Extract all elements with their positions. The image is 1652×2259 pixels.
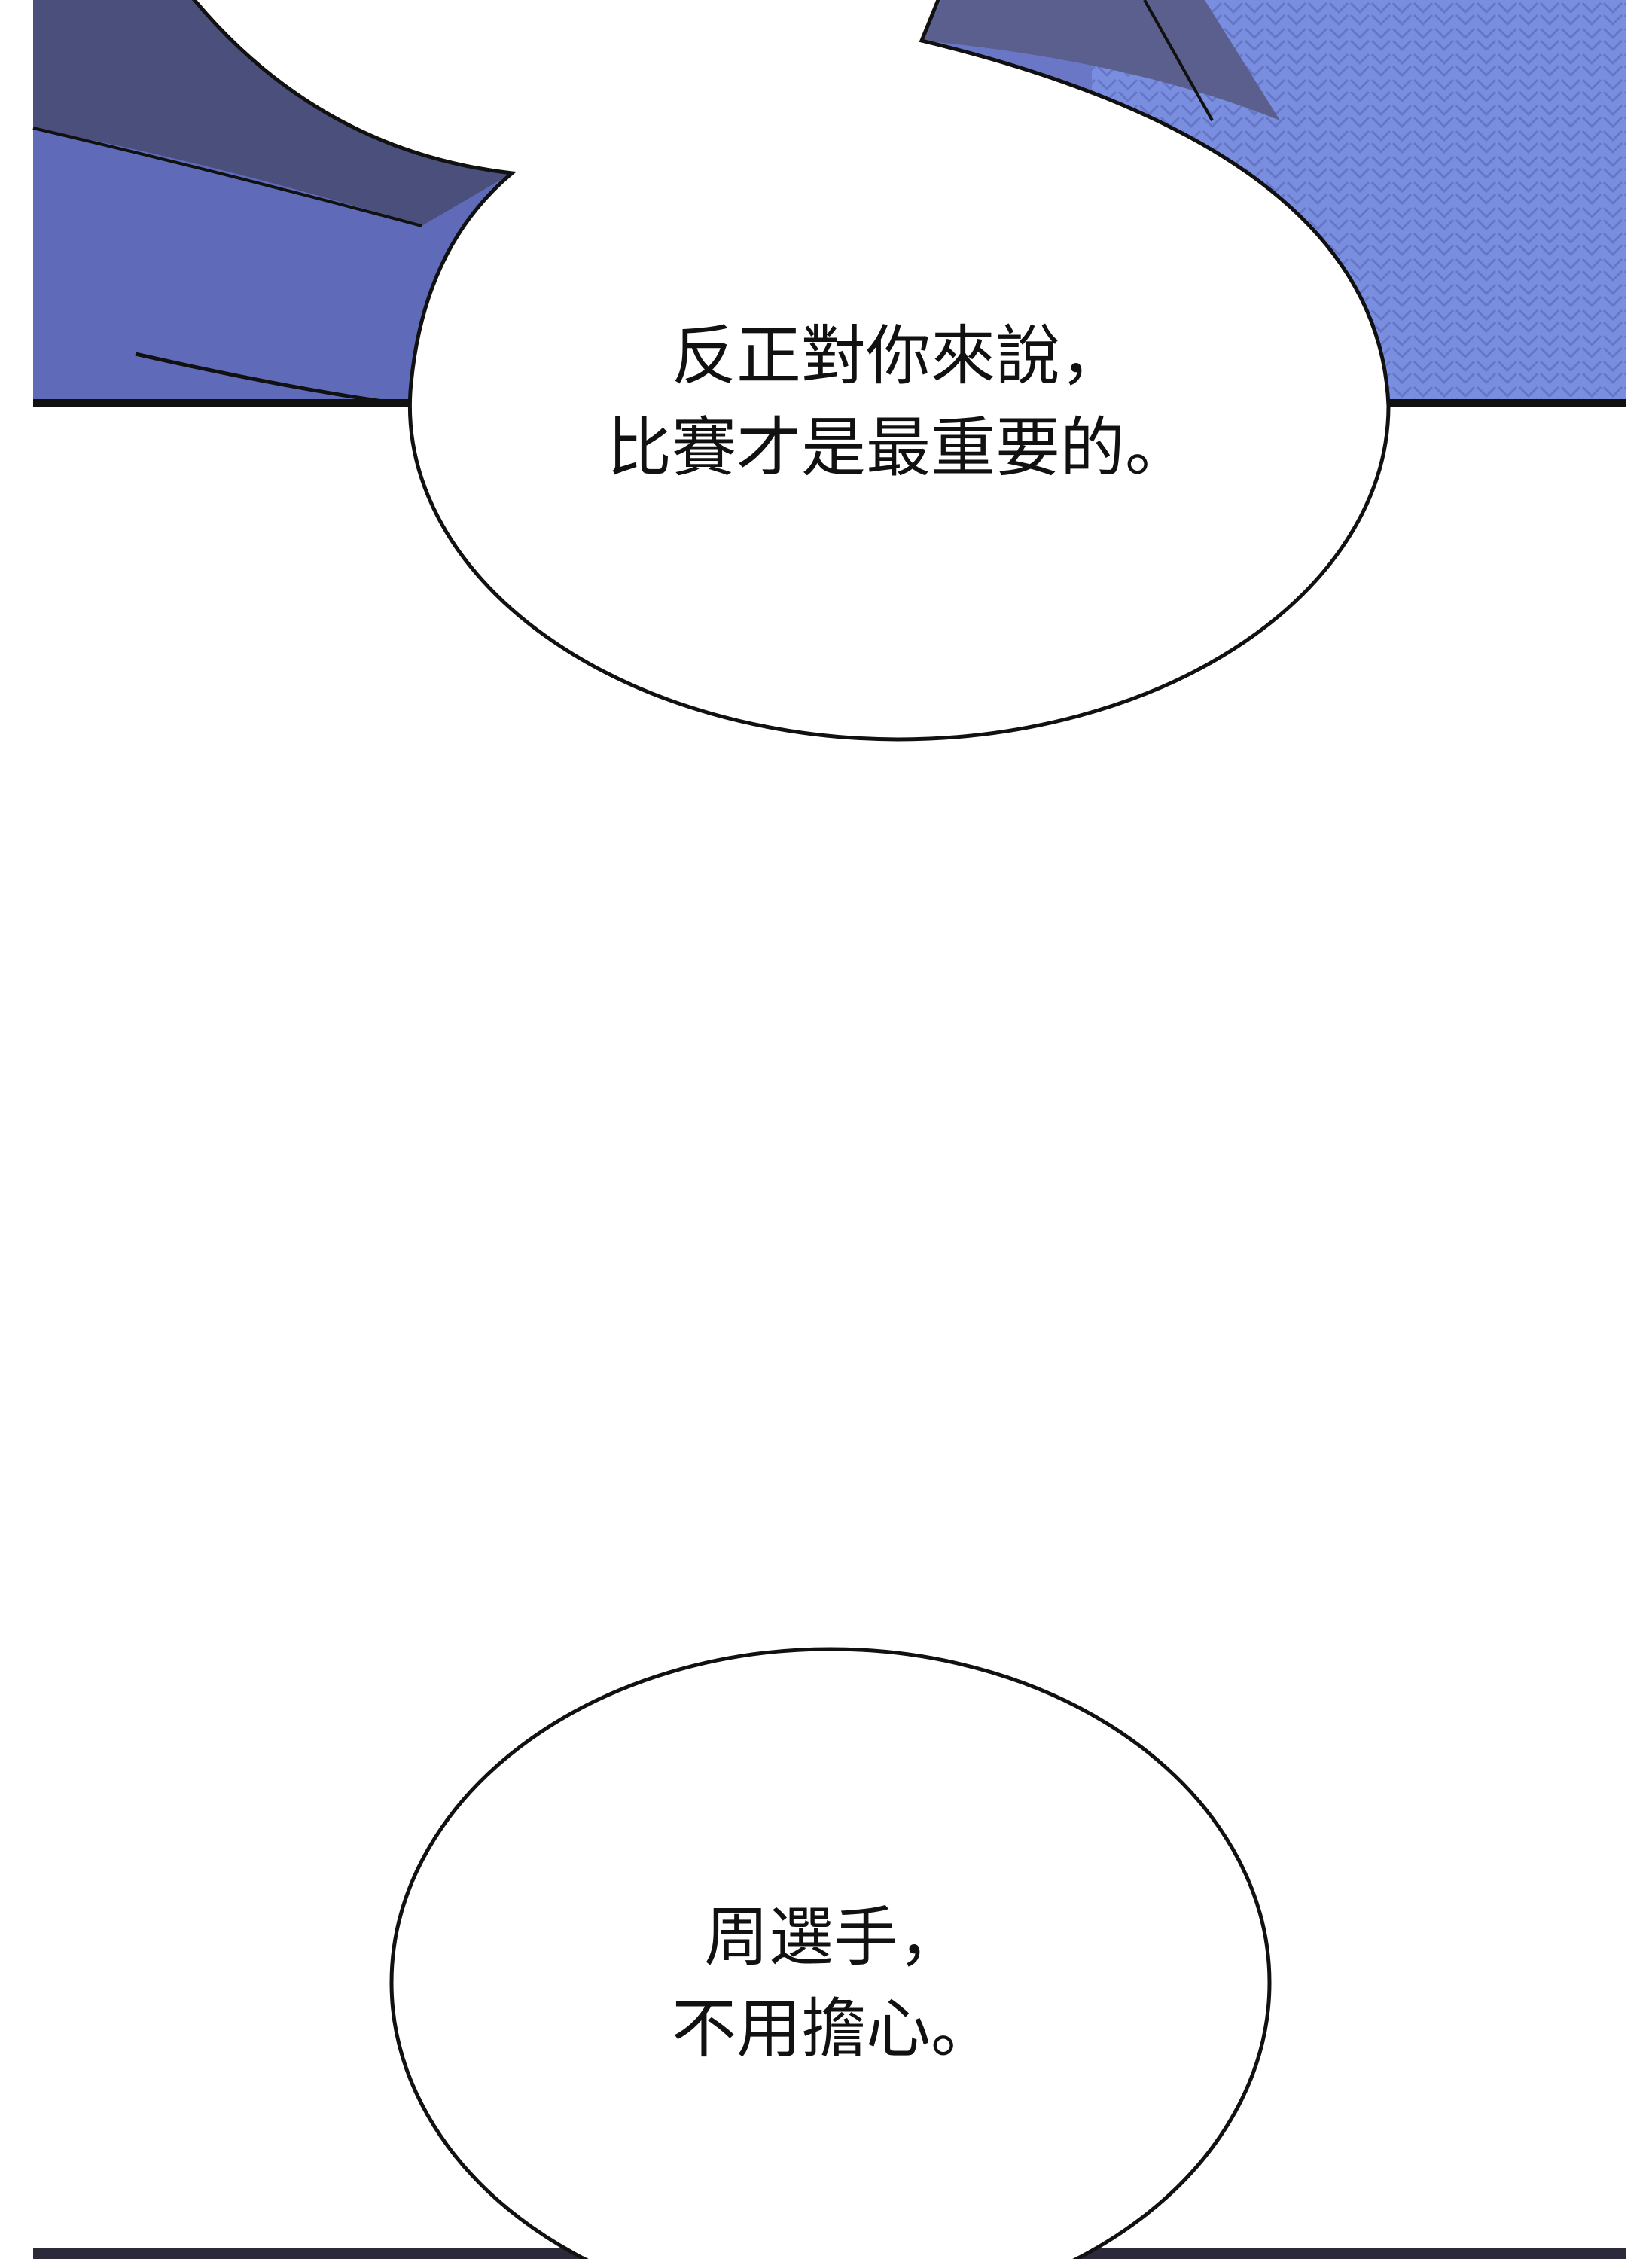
bubble-1-text: 反正對你來說， 比賽才是最重要的。 [607, 310, 1190, 494]
speech-bubble-2 [33, 1647, 1626, 2259]
bubble-2-line-2: 不用擔心。 [672, 1992, 995, 2067]
bubble-1-line-1: 反正對你來說， [672, 319, 1125, 394]
bubble-2-text: 周選手， 不用擔心。 [672, 1892, 995, 2075]
bubble-2-line-1: 周選手， [704, 1900, 963, 1975]
speech-bubble-1 [192, 0, 1391, 742]
bubble-1-line-2: 比賽才是最重要的。 [607, 410, 1190, 486]
